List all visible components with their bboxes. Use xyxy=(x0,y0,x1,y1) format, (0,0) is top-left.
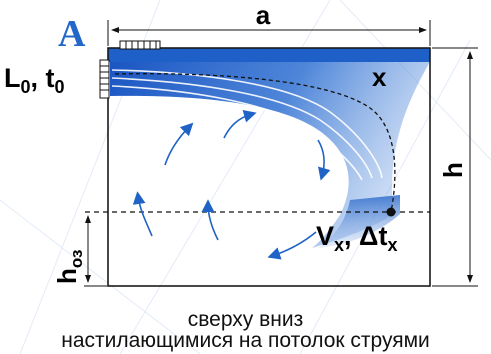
caption-line-1: сверху вниз xyxy=(187,308,304,331)
supply-grille-icon xyxy=(99,59,110,99)
dimension-a-label: a xyxy=(256,0,271,30)
measurement-point xyxy=(386,207,396,217)
supply-label: L0, t0 xyxy=(4,63,65,97)
panel-letter: A xyxy=(58,13,86,55)
jet-streamlines xyxy=(111,69,383,181)
ceiling-jet-band xyxy=(108,48,430,62)
caption-line-2: настилающимися на потолок струями xyxy=(61,329,430,352)
dimension-a xyxy=(107,20,431,46)
dimension-hoz xyxy=(84,215,107,287)
room-outline xyxy=(107,47,431,287)
exhaust-grille-icon xyxy=(119,40,161,50)
air-plume xyxy=(318,195,400,248)
outlet-velocity-label: Vx, Δtx xyxy=(316,221,397,255)
dimension-h-label: h xyxy=(438,162,468,178)
dimension-hoz-label: hоз xyxy=(52,249,86,284)
point-x-label: x xyxy=(372,62,387,92)
circulation-arrows xyxy=(132,110,331,260)
jet-axis-dashed xyxy=(114,73,396,213)
dimension-h xyxy=(432,47,478,287)
